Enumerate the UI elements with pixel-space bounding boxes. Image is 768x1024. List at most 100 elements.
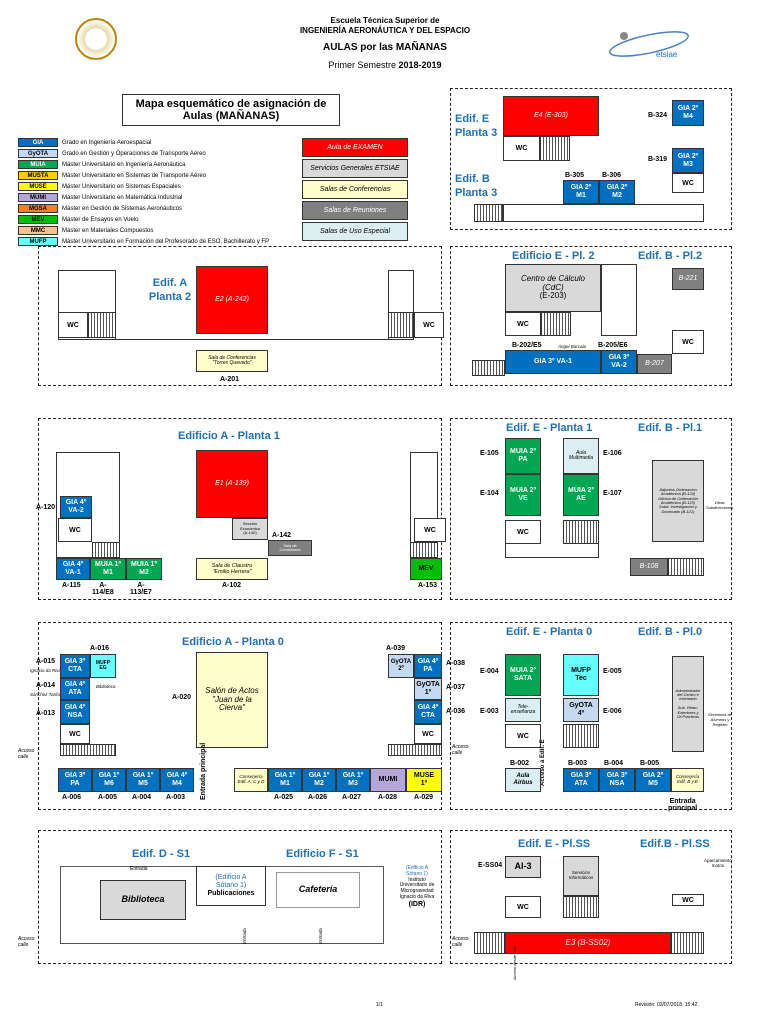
room-e4-e303[interactable]: E4 (E-303) xyxy=(503,96,599,136)
wc: WC xyxy=(505,312,541,336)
legend-type: Salas de Uso Especial xyxy=(302,222,408,241)
label-e-107: E-107 xyxy=(603,490,622,497)
room-cafeteria[interactable]: Cafetería xyxy=(276,872,360,908)
legend-code: MUFP xyxy=(18,237,58,246)
room-ai3[interactable]: AI-3 xyxy=(505,856,541,878)
label-entrada: Entrada xyxy=(130,866,148,872)
stairs xyxy=(563,520,599,544)
label-b-205: B-205/E6 xyxy=(598,342,628,349)
label-a-039: A-039 xyxy=(386,645,406,652)
label-b-004: B-004 xyxy=(604,760,624,767)
label-e-105: E-105 xyxy=(480,450,499,457)
room-b1-offices[interactable]: Adjuntos Ordenación Académica (B-124)Ofi… xyxy=(652,460,704,542)
room-b-221[interactable]: B-221 xyxy=(672,268,704,290)
room-e1-a139[interactable]: E1 (A-139) xyxy=(196,450,268,518)
legend-desc: Máster Universitario en Sistemas de Tran… xyxy=(62,172,207,179)
room-biblioteca[interactable]: Biblioteca xyxy=(100,880,186,920)
room-tele-ensenanza[interactable]: Tele-enseñanza xyxy=(505,698,541,722)
wc: WC xyxy=(60,724,90,744)
label-a-004: A-004 xyxy=(132,794,152,801)
label-entrada-s1: Entrada xyxy=(242,928,247,944)
room-b-108[interactable]: B-108 xyxy=(630,558,668,576)
label-a-013: A-013 xyxy=(36,710,56,717)
label-b-319: B-319 xyxy=(648,156,668,163)
room-mumi[interactable]: MUMI xyxy=(370,768,406,792)
room-b-207[interactable]: B-207 xyxy=(637,354,672,374)
legend-desc: Máster en Materiales Compuestos xyxy=(62,227,154,234)
title-edif-e2: Edificio E - Pl. 2 xyxy=(512,250,595,262)
label-sanchez-tarifa: Sánchez Tarifa xyxy=(30,692,60,697)
room-mev[interactable]: MEV xyxy=(410,558,442,580)
stairs xyxy=(668,558,704,576)
room-emilio-herrera[interactable]: Sala de Claustro"Emilio Herrera" xyxy=(196,558,268,580)
label-acceso-desde-calle: Acceso desde calle xyxy=(512,945,517,980)
room-cdc-e203[interactable]: Centro de Cálculo(CdC)(E-203) xyxy=(505,264,601,312)
label-a-115: A-115 xyxy=(62,582,81,589)
legend-desc: Máster en Gestión de Sistemas Aeronáutic… xyxy=(62,205,183,212)
label-a-201: A-201 xyxy=(220,376,240,383)
title-edif-b2: Edif. B - Pl.2 xyxy=(638,250,703,262)
label-a-037: A-037 xyxy=(446,684,466,691)
room-e3-bss02[interactable]: E3 (B-SS02) xyxy=(505,932,671,954)
title-edif-ess: Edif. E - Pl.SS xyxy=(518,838,591,850)
room-e2-a242[interactable]: E2 (A-242) xyxy=(196,266,268,334)
legend-desc: Máster Universitario en Ingeniería Aeron… xyxy=(62,161,186,168)
room-gia3-va1[interactable]: GIA 3º VA-1 xyxy=(505,350,601,374)
stairs xyxy=(671,932,704,954)
wc: WC xyxy=(414,724,442,744)
label-a-036: A-036 xyxy=(446,708,466,715)
room-torres-quevedo[interactable]: Sala de Conferencias"Torres Quevedo" xyxy=(196,350,268,372)
label-a-025: A-025 xyxy=(274,794,294,801)
